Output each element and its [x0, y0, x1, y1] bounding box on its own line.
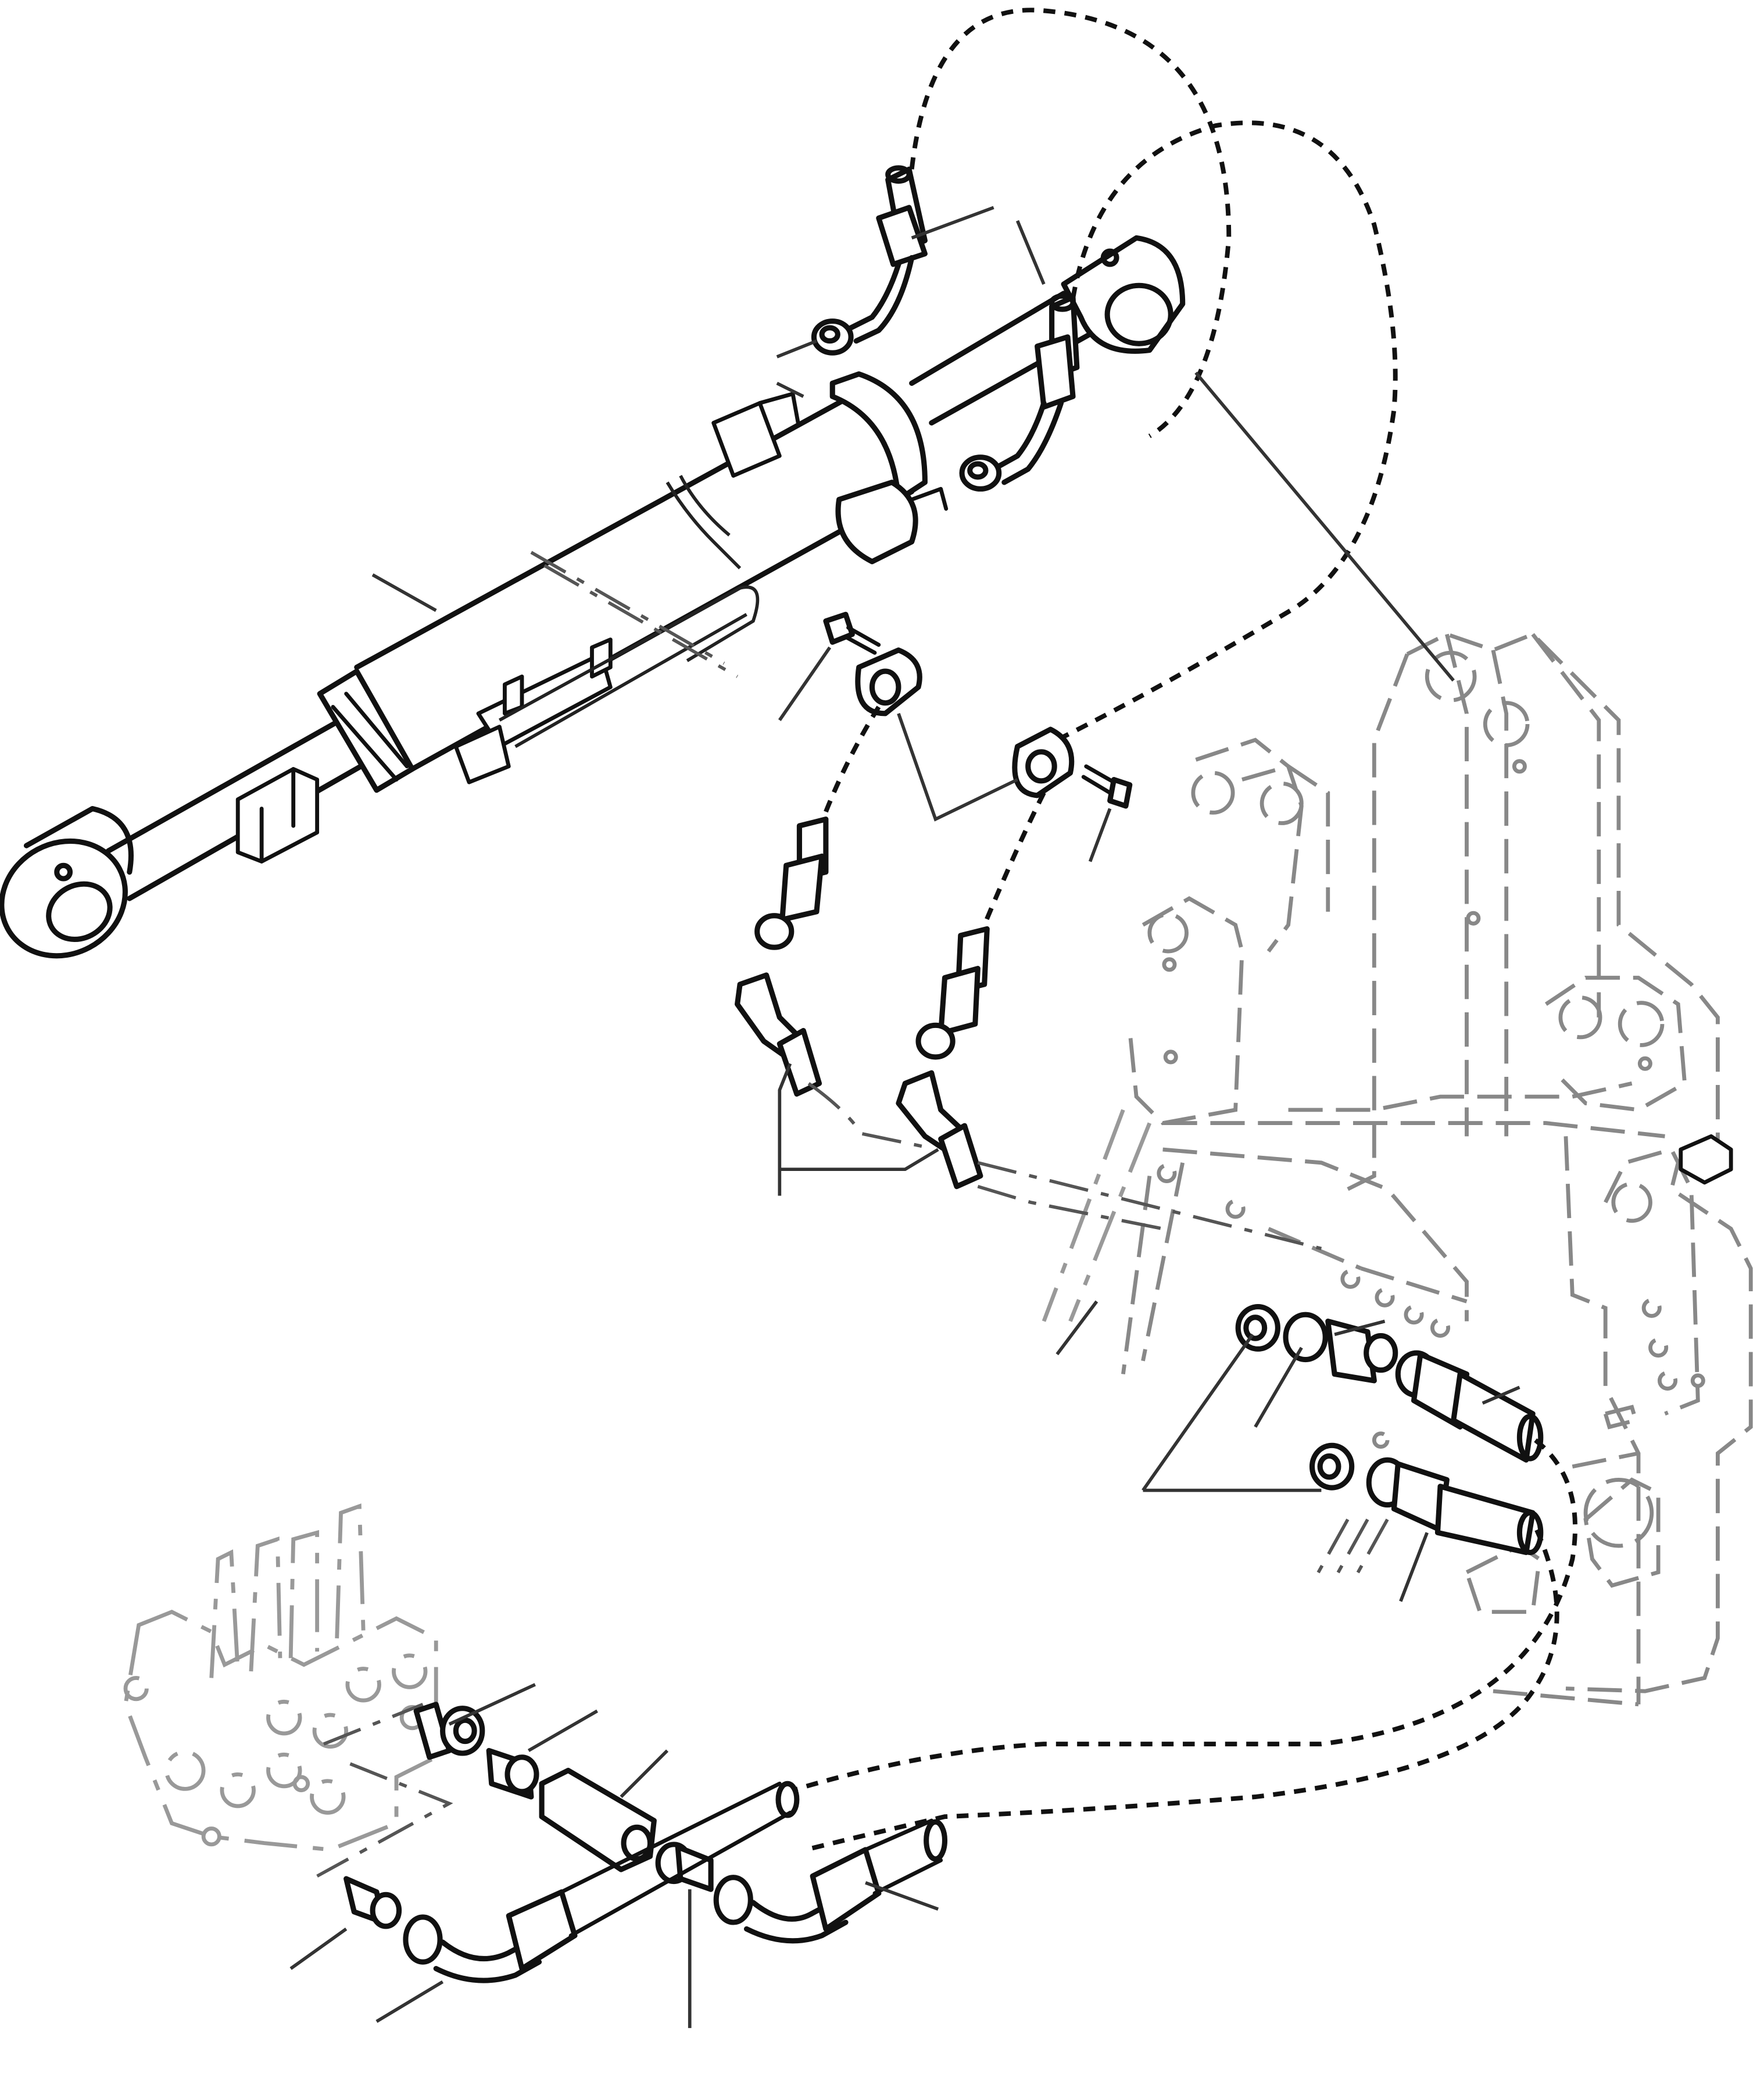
- hose-mid-2: [915, 926, 990, 1060]
- hose-bottom-2: [713, 1818, 948, 1944]
- hose-upper-1: [811, 8, 1232, 438]
- hose-bottom-1: [403, 1781, 800, 1983]
- adapter-3: [655, 1842, 714, 1892]
- hose-mid-1: [754, 816, 829, 950]
- mast-frame: [1042, 632, 1753, 1707]
- bolt-1: [823, 611, 881, 655]
- adapter-1: [413, 1702, 485, 1760]
- hose-lower-1: [792, 1350, 1578, 1793]
- hose-upper-2: [959, 120, 1398, 742]
- leader-lines: [289, 206, 1520, 2028]
- hose-lower-2: [805, 1457, 1559, 1852]
- bolt-2: [1081, 764, 1133, 809]
- adapter-4: [344, 1876, 402, 1929]
- bulkhead-union-2: [1309, 1442, 1355, 1491]
- elbow-2: [896, 1070, 983, 1190]
- adapter-2: [486, 1747, 539, 1800]
- elbow-1: [735, 972, 822, 1097]
- clamp-2: [1012, 726, 1075, 798]
- bulkhead-union-1: [1235, 1304, 1398, 1384]
- clamp-1: [855, 647, 922, 717]
- restrictor-block: [539, 1768, 657, 1872]
- control-valve: [123, 1503, 453, 1878]
- lift-cylinder: [0, 235, 1186, 959]
